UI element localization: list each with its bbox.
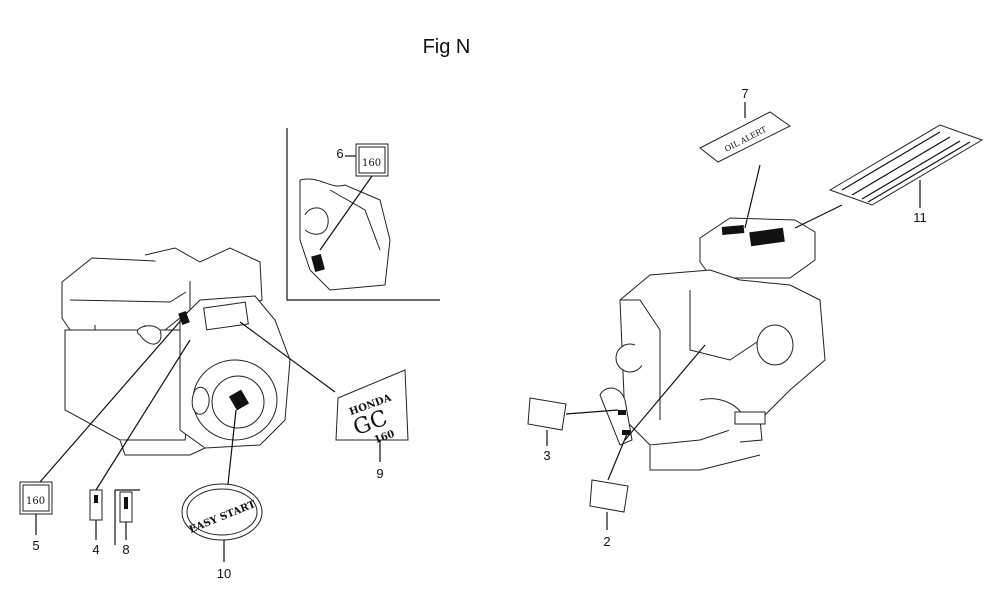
decal-10: EASY START <box>181 483 263 541</box>
leader-lines <box>35 102 921 562</box>
decal-4 <box>89 489 103 521</box>
decal-6-number: 160 <box>362 158 381 169</box>
decal-9: HONDA GC 160 <box>335 369 409 446</box>
callout-9: 9 <box>376 466 383 481</box>
callout-6: 6 <box>336 146 343 161</box>
decal-3 <box>527 397 567 431</box>
inset-detail-illustration <box>299 178 391 291</box>
callout-3: 3 <box>543 448 550 463</box>
callout-4: 4 <box>92 542 99 557</box>
decal-11 <box>828 124 984 206</box>
decal-6: 160 <box>355 143 389 177</box>
decal-7: OIL ALERT <box>699 111 791 163</box>
callout-5: 5 <box>32 538 39 553</box>
callout-11: 11 <box>913 210 927 225</box>
right-engine-illustration <box>599 217 826 471</box>
decal-5: 160 <box>19 481 53 515</box>
inset-frame <box>286 128 440 301</box>
figure-title: Fig N <box>422 36 471 58</box>
decal-8 <box>114 489 140 545</box>
callout-10: 10 <box>217 566 231 581</box>
decal-5-number: 160 <box>26 496 45 507</box>
callout-7: 7 <box>741 86 748 101</box>
callout-8: 8 <box>122 542 129 557</box>
decal-2 <box>589 479 629 513</box>
callout-2: 2 <box>603 534 610 549</box>
left-engine-illustration <box>61 247 291 456</box>
